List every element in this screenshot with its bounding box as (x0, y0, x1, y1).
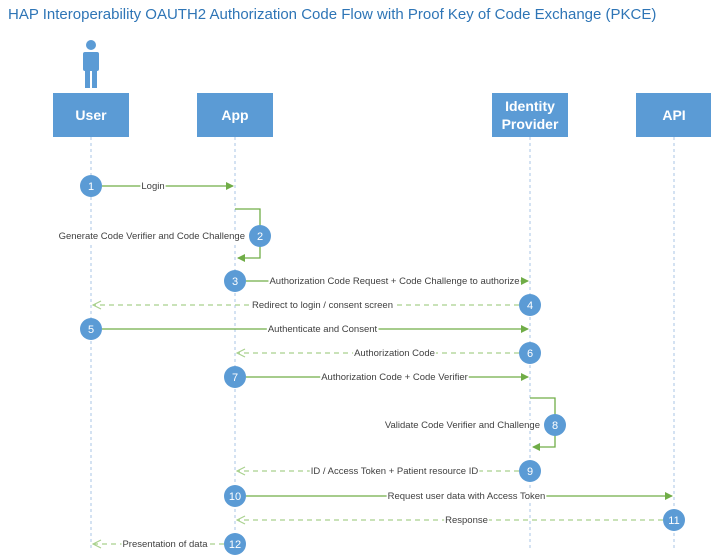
step-number: 12 (229, 539, 241, 551)
actor-api: API (636, 93, 711, 137)
message-step-11: Response 11 (237, 509, 685, 531)
step-number: 5 (88, 324, 94, 336)
step-marker (519, 342, 541, 364)
actor-label: API (662, 107, 685, 123)
step-marker (224, 270, 246, 292)
actor-box (492, 93, 568, 137)
label-background (444, 515, 489, 526)
step-number: 8 (552, 420, 558, 432)
message-label: Generate Code Verifier and Code Challeng… (59, 231, 245, 242)
label-background (251, 300, 394, 311)
label-background (57, 231, 246, 242)
label-background (386, 491, 547, 502)
message-label: Presentation of data (122, 539, 208, 550)
message-label: ID / Access Token + Patient resource ID (311, 466, 479, 477)
message-label: Authorization Code Request + Code Challe… (269, 276, 519, 287)
step-number: 11 (668, 515, 679, 527)
step-marker (80, 318, 102, 340)
message-step-8: Validate Code Verifier and Challenge 8 (383, 397, 566, 451)
message-label: Redirect to login / consent screen (252, 300, 393, 311)
message-step-3: Authorization Code Request + Code Challe… (224, 270, 529, 292)
actor-label: App (221, 107, 248, 123)
step-marker (224, 533, 246, 555)
step-number: 3 (232, 276, 238, 288)
actor-box (197, 93, 273, 137)
step-marker (224, 485, 246, 507)
label-background (140, 181, 166, 192)
actor-label: User (75, 107, 107, 123)
message-label: Validate Code Verifier and Challenge (385, 420, 540, 431)
message-step-2: Generate Code Verifier and Code Challeng… (57, 208, 271, 262)
message-label: Request user data with Access Token (388, 491, 546, 502)
label-background (266, 324, 379, 335)
label-background (320, 372, 469, 383)
actor-label: Provider (502, 116, 559, 132)
actor-app: App (197, 93, 273, 137)
message-step-4: Redirect to login / consent screen 4 (93, 294, 541, 316)
step-number: 4 (527, 300, 533, 312)
step-number: 7 (232, 372, 238, 384)
message-step-1: Login 1 (80, 175, 234, 197)
label-background (309, 466, 480, 477)
message-step-12: Presentation of data 12 (93, 533, 246, 555)
step-marker (519, 460, 541, 482)
step-number: 6 (527, 348, 533, 360)
step-marker (249, 225, 271, 247)
message-step-6: Authorization Code 6 (237, 342, 541, 364)
step-number: 9 (527, 466, 533, 478)
step-number: 1 (88, 181, 94, 193)
diagram-title: HAP Interoperability OAUTH2 Authorizatio… (8, 6, 657, 23)
message-step-7: Authorization Code + Code Verifier 7 (224, 366, 529, 388)
step-number: 2 (257, 231, 263, 243)
actor-box (636, 93, 711, 137)
message-label: Authorization Code + Code Verifier (321, 372, 468, 383)
message-step-10: Request user data with Access Token 10 (224, 485, 673, 507)
person-icon (83, 40, 99, 88)
message-step-5: Authenticate and Consent 5 (80, 318, 529, 340)
message-step-9: ID / Access Token + Patient resource ID 9 (237, 460, 541, 482)
message-label: Authorization Code (354, 348, 435, 359)
label-background (353, 348, 436, 359)
label-background (121, 539, 210, 550)
step-marker (544, 414, 566, 436)
actor-box (53, 93, 129, 137)
actor-user: User (53, 93, 129, 137)
message-label: Login (141, 181, 164, 192)
label-background (268, 276, 521, 287)
message-label: Authenticate and Consent (268, 324, 378, 335)
step-marker (224, 366, 246, 388)
message-label: Response (445, 515, 488, 526)
step-marker (519, 294, 541, 316)
lifelines (90, 137, 675, 550)
step-marker (80, 175, 102, 197)
step-number: 10 (229, 491, 241, 503)
actor-label: Identity (505, 98, 555, 114)
step-marker (663, 509, 685, 531)
label-background (383, 420, 541, 431)
